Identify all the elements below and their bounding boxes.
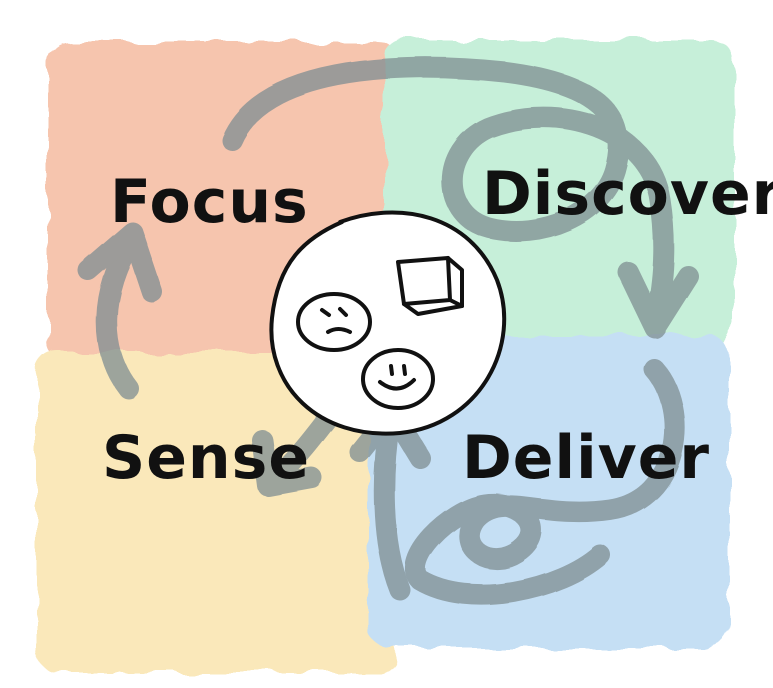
happy-face-icon — [361, 348, 435, 410]
center-circle — [269, 210, 507, 436]
arrowhead-to-sense — [251, 429, 323, 497]
arrow-deliver-to-center — [373, 409, 411, 601]
arrowhead-discover-to-deliver — [617, 261, 699, 339]
arrowhead-to-focus — [77, 221, 163, 303]
arrow-deliver-loop — [405, 359, 685, 606]
arrow-sense-to-focus — [96, 229, 143, 399]
sense-label: Sense — [102, 423, 310, 493]
discover-label: Discover — [482, 159, 773, 229]
focus-label: Focus — [110, 167, 309, 237]
deliver-quadrant — [368, 336, 730, 648]
deliver-label: Deliver — [462, 423, 710, 493]
box-icon — [396, 256, 464, 316]
sad-face-icon — [296, 292, 372, 352]
arrow-focus-to-discover — [221, 57, 675, 336]
